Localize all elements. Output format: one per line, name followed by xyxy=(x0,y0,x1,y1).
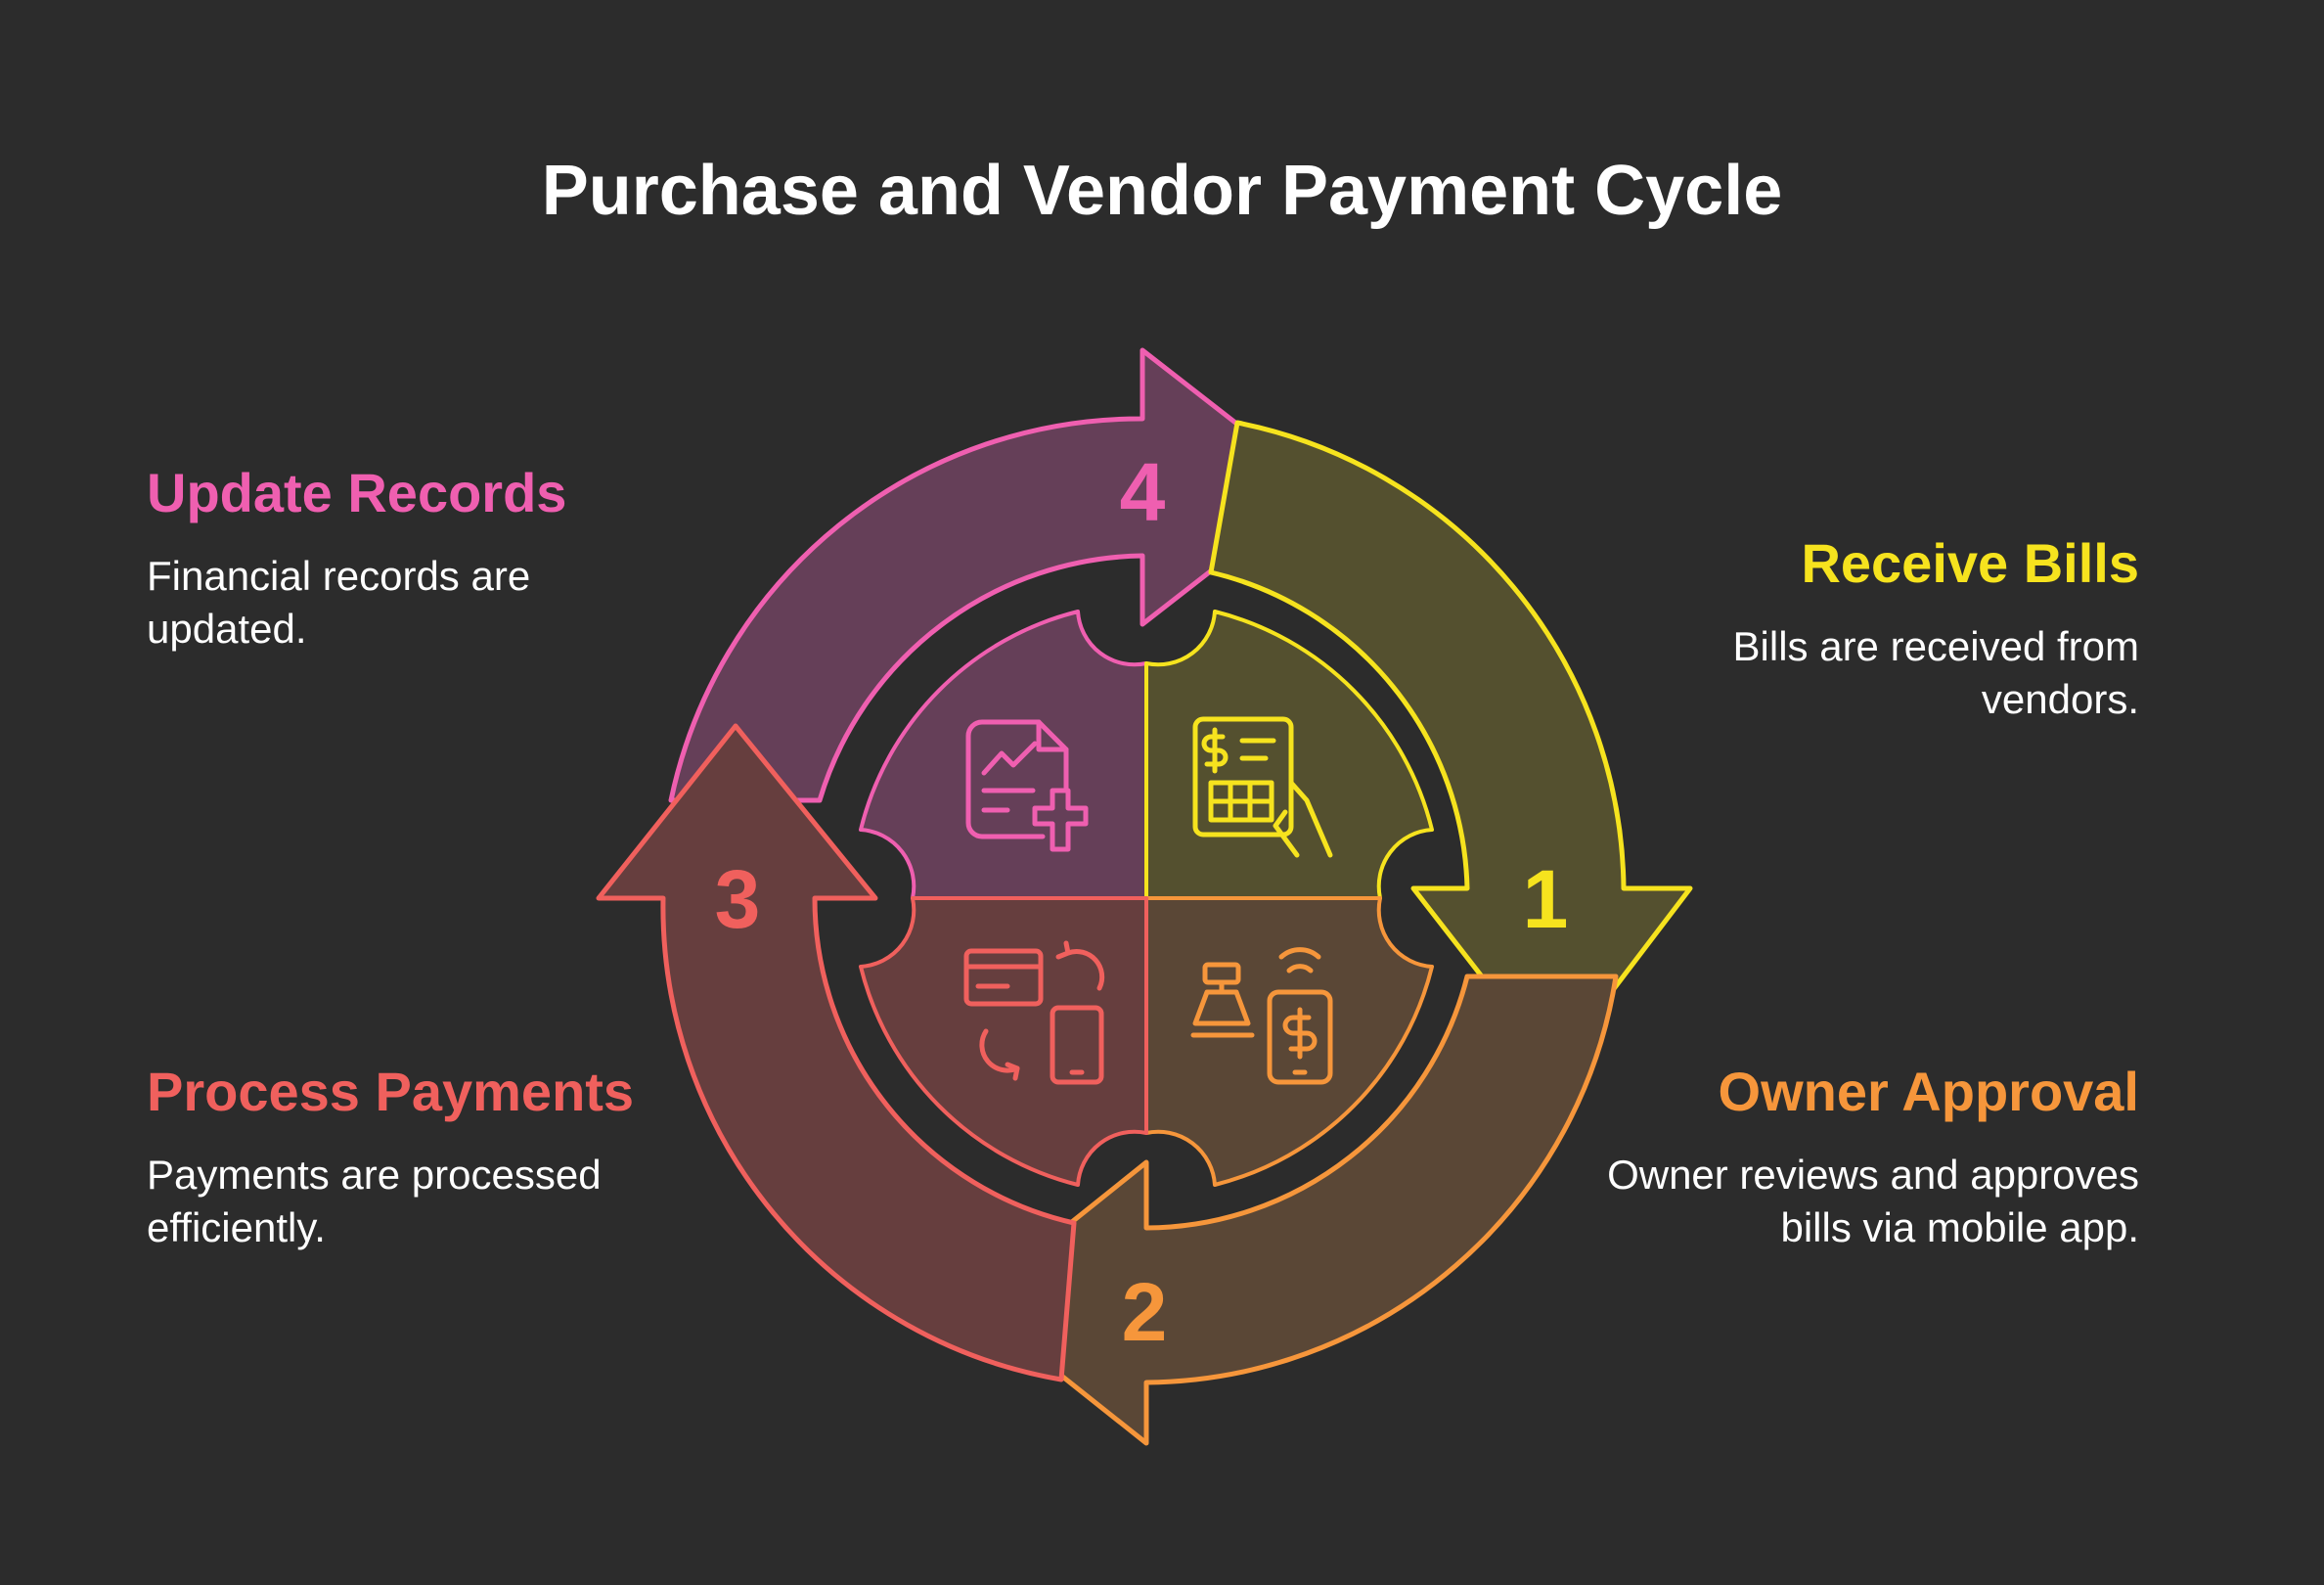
cycle-arrow-1 xyxy=(1208,420,1693,1071)
cycle-arrow-3 xyxy=(596,723,1077,1382)
cycle-arrow-2 xyxy=(967,974,1619,1446)
step-number-1: 1 xyxy=(1523,853,1569,945)
card-to-phone-transfer-icon xyxy=(963,940,1105,1085)
step-process-payments: Process Payments Payments are processed … xyxy=(147,1057,694,1254)
step-owner-approval: Owner Approval Owner reviews and approve… xyxy=(1591,1057,2139,1254)
step-update-records: Update Records Financial records are upd… xyxy=(147,458,694,656)
step-number-4: 4 xyxy=(1120,446,1166,538)
step-title-update-records: Update Records xyxy=(147,462,567,523)
step-title-receive-bills: Receive Bills xyxy=(1801,532,2139,594)
chart-document-add-icon xyxy=(965,719,1089,852)
quadrant-2 xyxy=(1144,896,1434,1187)
page-title: Purchase and Vendor Payment Cycle xyxy=(541,152,1783,230)
step-number-3: 3 xyxy=(715,853,761,945)
step-title-process-payments: Process Payments xyxy=(147,1061,635,1122)
step-number-2: 2 xyxy=(1122,1266,1168,1358)
step-description-update-records: Financial records are updated. xyxy=(147,553,531,652)
step-title-owner-approval: Owner Approval xyxy=(1718,1061,2139,1122)
cycle-arrow-4 xyxy=(668,347,1321,803)
step-receive-bills: Receive Bills Bills are received from ve… xyxy=(1591,528,2139,726)
quadrant-3 xyxy=(859,896,1148,1187)
bill-in-hand-icon xyxy=(1192,716,1333,858)
step-description-process-payments: Payments are processed efficiently. xyxy=(147,1152,602,1250)
step-description-receive-bills: Bills are received from vendors. xyxy=(1732,623,2139,722)
cash-register-mobile-pay-icon xyxy=(1190,947,1333,1085)
step-description-owner-approval: Owner reviews and approves bills via mob… xyxy=(1607,1152,2139,1250)
